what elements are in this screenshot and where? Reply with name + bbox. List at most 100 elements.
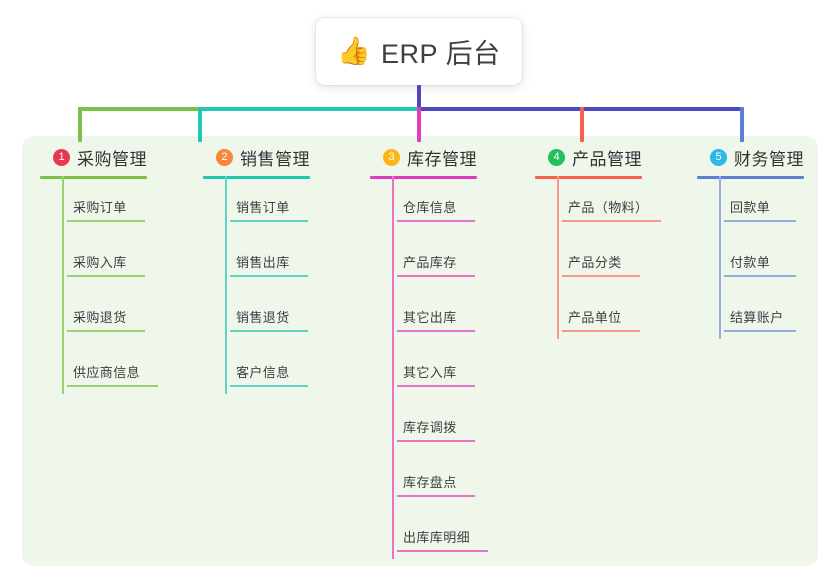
bus-segment-teal: [198, 107, 419, 111]
leaf-item[interactable]: 客户信息: [230, 357, 308, 387]
branch-header-4[interactable]: 4 产品管理: [535, 144, 685, 170]
leaf-item[interactable]: 付款单: [724, 247, 796, 277]
leaf-label: 采购退货: [73, 310, 127, 325]
branch-rule-5: [697, 176, 804, 179]
leaf-item[interactable]: 采购订单: [67, 192, 145, 222]
branch-header-1[interactable]: 1 采购管理: [40, 144, 190, 170]
branch-column-4: 4 产品管理 产品（物料） 产品分类 产品单位: [535, 144, 685, 339]
branch-column-2: 2 销售管理 销售订单 销售出库 销售退货 客户信息: [203, 144, 353, 394]
leaf-item[interactable]: 产品单位: [562, 302, 640, 332]
branch-spine-5: [719, 176, 721, 339]
leaf-label: 结算账户: [730, 310, 784, 325]
leaf-label: 库存调拨: [403, 420, 457, 435]
leaf-item[interactable]: 仓库信息: [397, 192, 475, 222]
branch-spine-1: [62, 176, 64, 394]
leaf-rule: [397, 440, 475, 442]
branch-rule-2: [203, 176, 310, 179]
branch-drop-4: [580, 107, 584, 142]
leaf-item[interactable]: 结算账户: [724, 302, 796, 332]
branch-column-1: 1 采购管理 采购订单 采购入库 采购退货 供应商信息: [40, 144, 190, 394]
leaf-rule: [397, 220, 475, 222]
branch-header-2[interactable]: 2 销售管理: [203, 144, 353, 170]
leaf-label: 其它出库: [403, 310, 457, 325]
leaf-label: 库存盘点: [403, 475, 457, 490]
leaf-rule: [397, 385, 475, 387]
branch-badge-4: 4: [548, 148, 565, 166]
leaf-label: 回款单: [730, 200, 771, 215]
leaf-rule: [397, 550, 488, 552]
branch-drop-1: [78, 107, 82, 142]
leaf-label: 产品（物料）: [568, 200, 649, 215]
leaf-label: 销售出库: [236, 255, 290, 270]
branch-title-5: 财务管理: [734, 149, 804, 169]
leaf-label: 其它入库: [403, 365, 457, 380]
thumbs-up-icon: 👍: [337, 36, 372, 66]
branch-title-1: 采购管理: [77, 149, 147, 169]
leaf-item[interactable]: 产品库存: [397, 247, 475, 277]
leaf-rule: [562, 275, 640, 277]
leaf-rule: [724, 275, 796, 277]
branch-spine-3: [392, 176, 394, 559]
leaf-label: 销售订单: [236, 200, 290, 215]
leaf-rule: [67, 220, 145, 222]
leaf-item[interactable]: 供应商信息: [67, 357, 158, 387]
branch-rule-1: [40, 176, 147, 179]
leaf-item[interactable]: 出库库明细: [397, 522, 488, 552]
branch-spine-4: [557, 176, 559, 339]
leaf-label: 产品库存: [403, 255, 457, 270]
leaf-label: 销售退货: [236, 310, 290, 325]
leaf-rule: [230, 330, 308, 332]
branch-drop-2: [198, 107, 202, 142]
leaf-item[interactable]: 其它出库: [397, 302, 475, 332]
leaf-rule: [562, 330, 640, 332]
leaf-item[interactable]: 产品分类: [562, 247, 640, 277]
branch-header-5[interactable]: 5 财务管理: [697, 144, 839, 170]
leaf-rule: [724, 330, 796, 332]
leaf-item[interactable]: 产品（物料）: [562, 192, 661, 222]
branch-title-2: 销售管理: [240, 149, 310, 169]
leaf-item[interactable]: 库存盘点: [397, 467, 475, 497]
root-node[interactable]: 👍 ERP 后台: [316, 18, 522, 85]
leaf-label: 供应商信息: [73, 365, 141, 380]
leaf-item[interactable]: 销售订单: [230, 192, 308, 222]
leaf-rule: [562, 220, 661, 222]
leaf-item[interactable]: 采购退货: [67, 302, 145, 332]
branch-badge-2: 2: [216, 148, 233, 166]
branch-badge-1: 1: [53, 148, 70, 166]
leaf-label: 产品单位: [568, 310, 622, 325]
branch-badge-3: 3: [383, 148, 400, 166]
leaf-rule: [67, 275, 145, 277]
branch-column-5: 5 财务管理 回款单 付款单 结算账户: [697, 144, 839, 339]
branch-title-3: 库存管理: [407, 149, 477, 169]
leaf-label: 仓库信息: [403, 200, 457, 215]
leaf-label: 客户信息: [236, 365, 290, 380]
branch-rule-3: [370, 176, 477, 179]
leaf-item[interactable]: 其它入库: [397, 357, 475, 387]
leaf-label: 采购订单: [73, 200, 127, 215]
leaf-item[interactable]: 销售出库: [230, 247, 308, 277]
leaf-rule: [397, 275, 475, 277]
branch-drop-5: [740, 107, 744, 142]
leaf-rule: [67, 330, 145, 332]
leaf-item[interactable]: 采购入库: [67, 247, 145, 277]
leaf-rule: [230, 275, 308, 277]
leaf-item[interactable]: 销售退货: [230, 302, 308, 332]
bus-segment-green: [78, 107, 198, 111]
root-trunk: [417, 85, 421, 109]
leaf-rule: [230, 385, 308, 387]
leaf-item[interactable]: 库存调拨: [397, 412, 475, 442]
diagram-panel: [22, 136, 818, 566]
branch-header-3[interactable]: 3 库存管理: [370, 144, 520, 170]
branch-spine-2: [225, 176, 227, 394]
leaf-label: 产品分类: [568, 255, 622, 270]
branch-rule-4: [535, 176, 642, 179]
leaf-rule: [67, 385, 158, 387]
leaf-rule: [397, 330, 475, 332]
branch-badge-5: 5: [710, 148, 727, 166]
leaf-label: 采购入库: [73, 255, 127, 270]
branch-column-3: 3 库存管理 仓库信息 产品库存 其它出库 其它入库 库存调拨 库存盘点: [370, 144, 520, 559]
leaf-rule: [230, 220, 308, 222]
root-title: ERP 后台: [381, 39, 501, 69]
leaf-item[interactable]: 回款单: [724, 192, 796, 222]
